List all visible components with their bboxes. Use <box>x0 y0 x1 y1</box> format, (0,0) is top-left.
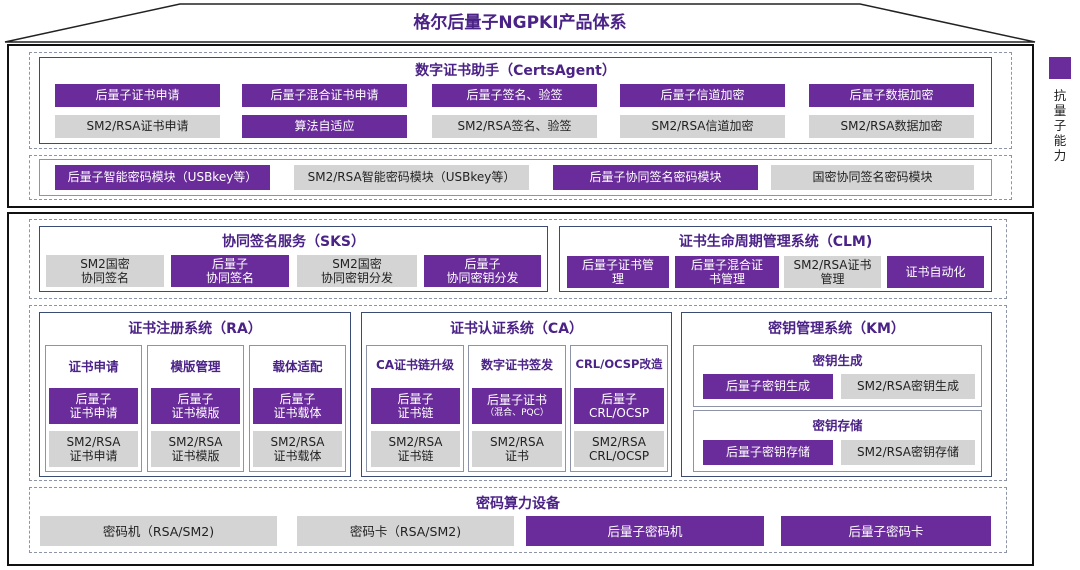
ca-classic-item: SM2/RSA CRL/OCSP <box>574 431 664 467</box>
ra-classic-item: SM2/RSA 证书申请 <box>49 431 138 467</box>
km-store-title: 密钥存储 <box>812 418 863 433</box>
ra-title: 证书注册系统（RA） <box>128 321 262 337</box>
certs-agent-title: 数字证书助手（CertsAgent） <box>415 63 616 79</box>
ra-pq-item: 后量子 证书载体 <box>253 388 342 424</box>
ra-classic-item: SM2/RSA 证书模版 <box>151 431 240 467</box>
sks-title: 协同签名服务（SKS） <box>221 234 365 250</box>
module-item: 国密协同签名密码模块 <box>771 165 974 190</box>
ra-column-title: 载体适配 <box>272 359 323 374</box>
km-store-pq-item: 后量子密钥存储 <box>703 440 833 465</box>
ra-column-title: 证书申请 <box>68 359 119 374</box>
clm-item: 证书自动化 <box>887 256 984 288</box>
crypto-hw-item: 密码卡（RSA/SM2) <box>297 516 514 546</box>
crypto-hw-item: 后量子密码卡 <box>781 516 991 546</box>
certs-agent-area <box>29 52 1012 149</box>
certs-agent-item: SM2/RSA数据加密 <box>809 115 974 138</box>
certs-agent-item: 后量子证书申请 <box>55 84 220 107</box>
roof-shape <box>4 3 1036 43</box>
module-item: 后量子智能密码模块（USBkey等） <box>55 165 270 190</box>
crypto-hw-title: 密码算力设备 <box>476 496 560 512</box>
ca-title: 证书认证系统（CA） <box>449 321 584 337</box>
sks-item: SM2国密 协同密钥分发 <box>297 255 417 287</box>
ca-column-title: CRL/OCSP改造 <box>575 357 663 371</box>
ca-column-title: 数字证书签发 <box>480 358 553 372</box>
ra-column-title: 模版管理 <box>170 359 221 374</box>
ca-pq-item: 后量子 证书链 <box>371 388 460 424</box>
modules-area <box>29 155 1012 200</box>
clm-item: 后量子证书管 理 <box>567 256 669 288</box>
km-store-classic-item: SM2/RSA密钥存储 <box>841 440 975 465</box>
ca-column-title: CA证书链升级 <box>375 358 455 372</box>
legend-swatch <box>1049 57 1071 79</box>
certs-agent-item: SM2/RSA签名、验签 <box>432 115 597 138</box>
crypto-hw-area <box>29 487 1007 553</box>
clm-item: 后量子混合证 书管理 <box>675 256 779 288</box>
crypto-hw-item: 密码机（RSA/SM2) <box>40 516 277 546</box>
clm-title: 证书生命周期管理系统（CLM) <box>678 234 873 250</box>
ra-pq-item: 后量子 证书模版 <box>151 388 240 424</box>
ra-pq-item: 后量子 证书申请 <box>49 388 138 424</box>
km-gen-title: 密钥生成 <box>812 353 863 368</box>
clm-item: SM2/RSA证书 管理 <box>784 256 881 288</box>
certs-agent-item: SM2/RSA证书申请 <box>55 115 220 138</box>
certs-agent-item: SM2/RSA信道加密 <box>620 115 785 138</box>
ca-classic-item: SM2/RSA 证书链 <box>371 431 460 467</box>
module-item: SM2/RSA智能密码模块（USBkey等） <box>294 165 529 190</box>
services-area <box>29 219 1007 299</box>
ca-pq-label: 后量子证书 <box>486 393 547 408</box>
certs-agent-item: 后量子签名、验签 <box>432 84 597 107</box>
ca-classic-item: SM2/RSA 证书 <box>472 431 562 467</box>
ca-pq-note: （混合、PQC） <box>485 407 549 418</box>
sks-item: 后量子 协同密钥分发 <box>424 255 541 287</box>
ca-pq-item: 后量子证书 （混合、PQC） <box>472 388 562 424</box>
certs-agent-item: 算法自适应 <box>242 115 407 138</box>
crypto-hw-item: 后量子密码机 <box>526 516 764 546</box>
certs-agent-item: 后量子数据加密 <box>809 84 974 107</box>
ca-pq-item: 后量子 CRL/OCSP <box>574 388 664 424</box>
page-title: 格尔后量子NGPKI产品体系 <box>413 13 627 33</box>
km-gen-classic-item: SM2/RSA密钥生成 <box>841 374 975 399</box>
sks-item: 后量子 协同签名 <box>171 255 289 287</box>
module-item: 后量子协同签名密码模块 <box>553 165 758 190</box>
sks-item: SM2国密 协同签名 <box>46 255 164 287</box>
km-gen-pq-item: 后量子密钥生成 <box>703 374 833 399</box>
core-systems-area <box>29 305 1007 481</box>
certs-agent-item: 后量子混合证书申请 <box>242 84 407 107</box>
km-title: 密钥管理系统（KM） <box>768 321 905 337</box>
certs-agent-item: 后量子信道加密 <box>620 84 785 107</box>
legend-label: 抗量子能力 <box>1053 88 1067 163</box>
ra-classic-item: SM2/RSA 证书载体 <box>253 431 342 467</box>
